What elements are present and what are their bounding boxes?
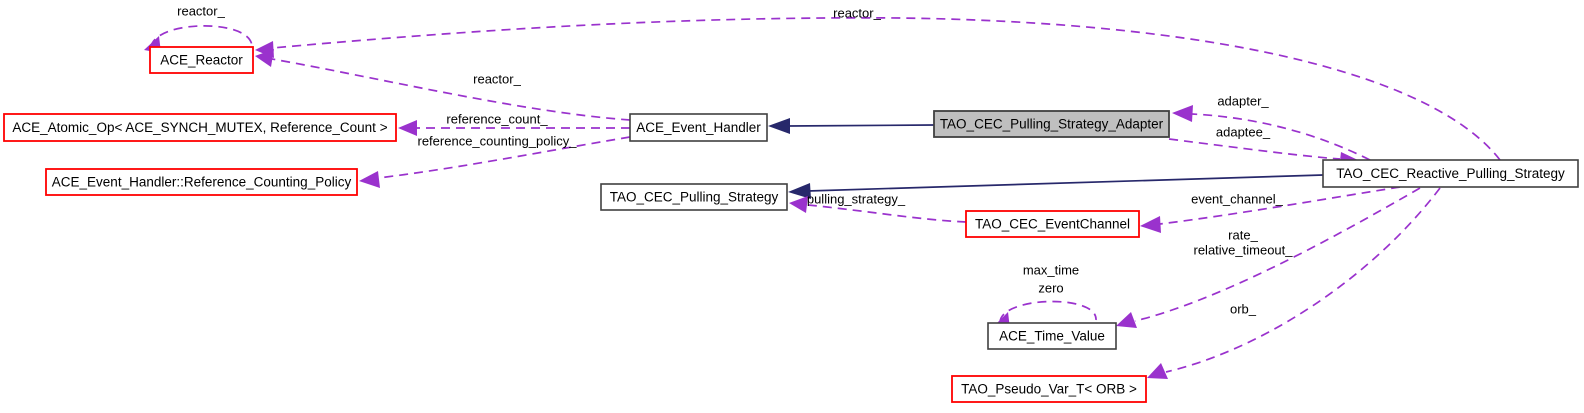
edge-label-adaptee: adaptee_ [1216,124,1271,139]
node-label-reference-counting-policy: ACE_Event_Handler::Reference_Counting_Po… [52,175,352,190]
node-tao-cec-pulling-strategy[interactable]: TAO_CEC_Pulling_Strategy [600,183,788,211]
edge-label-orb: orb_ [1230,301,1257,316]
node-layer: ACE_Reactor ACE_Atomic_Op< ACE_SYNCH_MUT… [3,46,1579,403]
arrowhead-reactive-reactor [255,41,274,58]
arrowhead-eventchannel-pulling-strategy [789,196,808,213]
node-tao-cec-eventchannel[interactable]: TAO_CEC_EventChannel [965,210,1140,238]
node-box-ace-event-handler[interactable] [629,113,768,142]
edge-reactive-adaptee [1168,138,1341,160]
node-box-ace-time-value[interactable] [987,322,1117,350]
node-label-tao-pseudo-var-t-orb: TAO_Pseudo_Var_T< ORB > [961,382,1137,397]
edge-eventchannel-pulling-strategy [807,204,967,223]
edge-label-rate: rate_ [1228,227,1258,242]
arrowhead-reactive-pseudo-var [1147,363,1168,379]
edge-label-zero: zero [1038,280,1063,295]
node-ace-time-value[interactable]: ACE_Time_Value [987,322,1117,350]
arrowhead-event-handler-ref-policy [359,171,380,188]
edge-label-pulling-strategy: pulling_strategy_ [807,191,906,206]
node-label-tao-cec-eventchannel: TAO_CEC_EventChannel [975,217,1130,232]
node-label-ace-time-value: ACE_Time_Value [999,329,1105,344]
edge-label-layer: reactor_ reactor_ reactor_ reference_cou… [177,3,1293,316]
edge-event-handler-reactor [271,58,631,121]
node-tao-pseudo-var-t-orb[interactable]: TAO_Pseudo_Var_T< ORB > [951,375,1147,403]
edge-reactive-inherits-pulling-strategy [807,174,1324,192]
edge-reactive-adapter [1191,113,1371,161]
edge-label-reactor-mid: reactor_ [473,71,521,86]
edge-label-relative-timeout: relative_timeout_ [1194,242,1294,257]
node-label-tao-cec-reactive-pulling-strategy: TAO_CEC_Reactive_Pulling_Strategy [1336,166,1565,181]
node-ace-atomic-op[interactable]: ACE_Atomic_Op< ACE_SYNCH_MUTEX, Referenc… [3,113,397,142]
arrowhead-reactive-time-value [1116,312,1137,328]
node-tao-cec-reactive-pulling-strategy[interactable]: TAO_CEC_Reactive_Pulling_Strategy [1322,159,1579,188]
node-box-tao-cec-pulling-strategy[interactable] [600,183,788,211]
node-tao-cec-pulling-strategy-adapter[interactable]: TAO_CEC_Pulling_Strategy_Adapter [933,110,1170,138]
node-box-tao-cec-reactive-pulling-strategy[interactable] [1322,159,1579,188]
edge-label-event-channel: event_channel_ [1191,191,1284,206]
node-label-tao-cec-pulling-strategy: TAO_CEC_Pulling_Strategy [610,190,779,205]
edge-event-handler-ref-policy [377,136,631,179]
edge-reactor-self [150,25,253,48]
node-box-tao-cec-eventchannel[interactable] [965,210,1140,238]
arrowhead-reactive-eventchannel [1140,216,1161,233]
edge-time-value-self [999,300,1097,323]
arrowhead-event-handler-atomic-op [398,120,417,136]
node-reference-counting-policy[interactable]: ACE_Event_Handler::Reference_Counting_Po… [45,168,358,196]
edge-label-max-time: max_time [1023,262,1079,277]
arrowhead-reactive-adapter [1172,105,1193,122]
edge-label-reference-count: reference_count_ [446,111,548,126]
edge-reactive-eventchannel [1159,186,1401,225]
edge-adapter-inherits-event-handler [787,124,935,127]
edge-label-reactor-top-right: reactor_ [833,5,881,20]
node-box-ace-reactor[interactable] [149,46,254,74]
node-box-ace-atomic-op[interactable] [3,113,397,142]
node-ace-reactor[interactable]: ACE_Reactor [149,46,254,74]
edge-label-reference-counting-policy: reference_counting_policy_ [418,133,578,148]
node-box-reference-counting-policy[interactable] [45,168,358,196]
edge-label-reactor-self: reactor_ [177,3,225,18]
node-label-ace-reactor: ACE_Reactor [160,53,243,68]
edge-label-adapter: adapter_ [1217,93,1269,108]
edge-reactive-reactor [271,17,1501,161]
node-label-tao-cec-pulling-strategy-adapter: TAO_CEC_Pulling_Strategy_Adapter [940,117,1164,132]
edge-reactive-pseudo-var [1165,187,1441,373]
node-label-ace-event-handler: ACE_Event_Handler [636,120,761,135]
node-label-ace-atomic-op: ACE_Atomic_Op< ACE_SYNCH_MUTEX, Referenc… [12,120,387,135]
node-ace-event-handler[interactable]: ACE_Event_Handler [629,113,768,142]
arrowhead-adapter-inherits-event-handler [768,118,790,134]
node-box-tao-pseudo-var-t-orb[interactable] [951,375,1147,403]
node-box-tao-cec-pulling-strategy-adapter[interactable] [933,110,1170,138]
arrowhead-reactive-inherits-pulling-strategy [788,183,811,199]
